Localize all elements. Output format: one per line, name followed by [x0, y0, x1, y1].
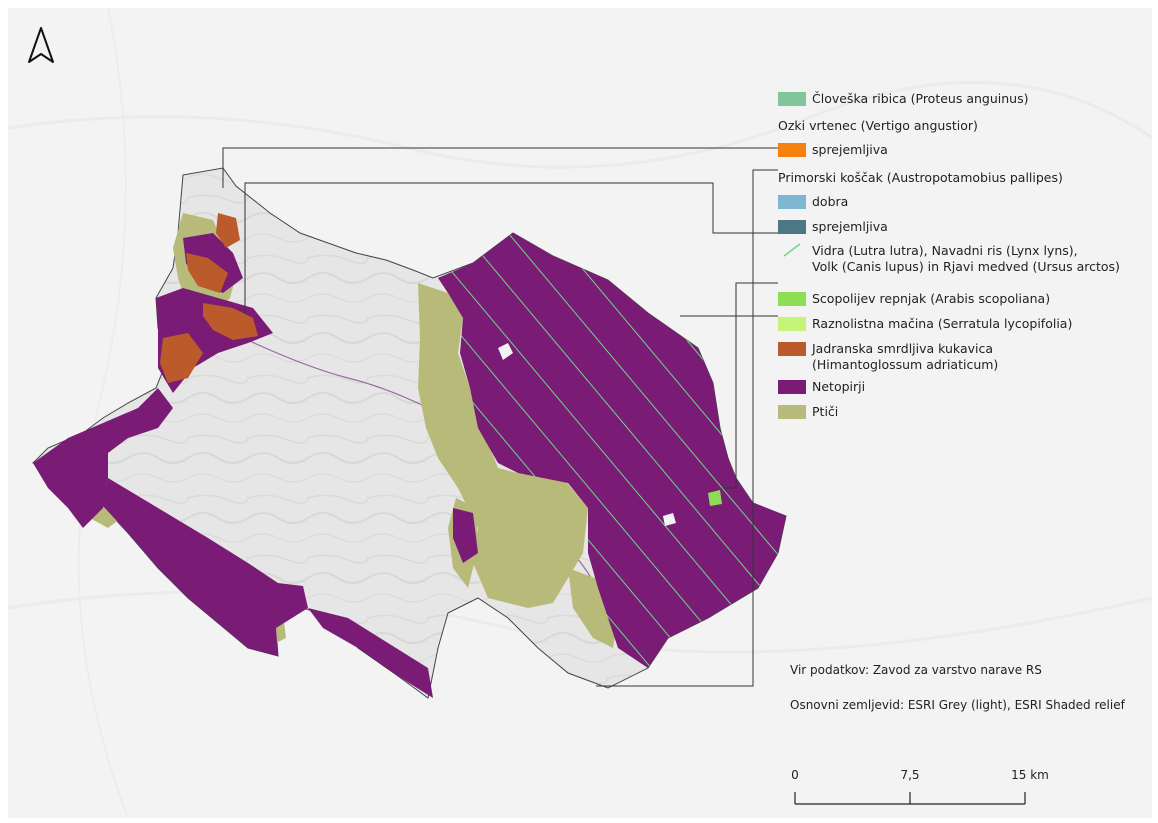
legend-heading-vertigo: Ozki vrtenec (Vertigo angustior)	[778, 118, 978, 133]
legend-swatch	[778, 317, 806, 331]
bats-area	[453, 508, 478, 563]
legend-item-austro-acceptable: sprejemljiva	[778, 219, 888, 235]
himantoglossum-area	[186, 253, 228, 293]
legend-swatch	[778, 220, 806, 234]
map-canvas[interactable]: Človeška ribica (Proteus anguinus) Ozki …	[8, 8, 1152, 818]
bats-area	[33, 388, 173, 528]
scale-label-max: 15 km	[1011, 768, 1049, 782]
arabis-area	[708, 490, 722, 506]
legend-item-birds: Ptiči	[778, 404, 838, 420]
legend-swatch	[778, 92, 806, 106]
legend-swatch	[778, 380, 806, 394]
himantoglossum-area	[216, 213, 240, 248]
scale-bar-lines	[794, 792, 1026, 805]
legend-line-swatch	[783, 243, 801, 257]
north-arrow-icon	[28, 27, 54, 63]
legend-item-austro-good: dobra	[778, 194, 848, 210]
basemap-source-text: Osnovni zemljevid: ESRI Grey (light), ES…	[790, 698, 1125, 712]
legend-swatch	[778, 342, 806, 356]
legend-swatch	[778, 195, 806, 209]
himantoglossum-area	[203, 303, 258, 340]
legend-swatch	[778, 143, 806, 157]
birds-area	[418, 283, 588, 608]
legend-item-bats: Netopirji	[778, 379, 865, 395]
carnivores-area	[438, 233, 786, 668]
scale-label-0: 0	[791, 768, 799, 782]
legend-swatch	[778, 405, 806, 419]
legend-item-himantoglossum: Jadranska smrdljiva kukavica (Himantoglo…	[778, 341, 998, 373]
scale-label-mid: 7,5	[900, 768, 920, 782]
legend-heading-austropotamobius: Primorski koščak (Austropotamobius palli…	[778, 170, 1063, 185]
map-layers	[8, 8, 1152, 818]
legend-item-proteus: Človeška ribica (Proteus anguinus)	[778, 91, 1028, 107]
legend-item-arabis: Scopolijev repnjak (Arabis scopoliana)	[778, 291, 1050, 307]
legend-item-carnivores: Vidra (Lutra lutra), Navadni ris (Lynx l…	[778, 243, 1120, 275]
legend-item-vertigo-acceptable: sprejemljiva	[778, 142, 888, 158]
legend-item-serratula: Raznolistna mačina (Serratula lycopifoli…	[778, 316, 1072, 332]
scale-bar: 0 7,5 15 km	[790, 768, 1050, 818]
legend-swatch	[778, 292, 806, 306]
leader-lines	[222, 147, 778, 687]
himantoglossum-area	[160, 333, 203, 383]
data-source-text: Vir podatkov: Zavod za varstvo narave RS	[790, 663, 1042, 677]
bats-area	[308, 608, 433, 698]
bats-area	[103, 478, 308, 656]
